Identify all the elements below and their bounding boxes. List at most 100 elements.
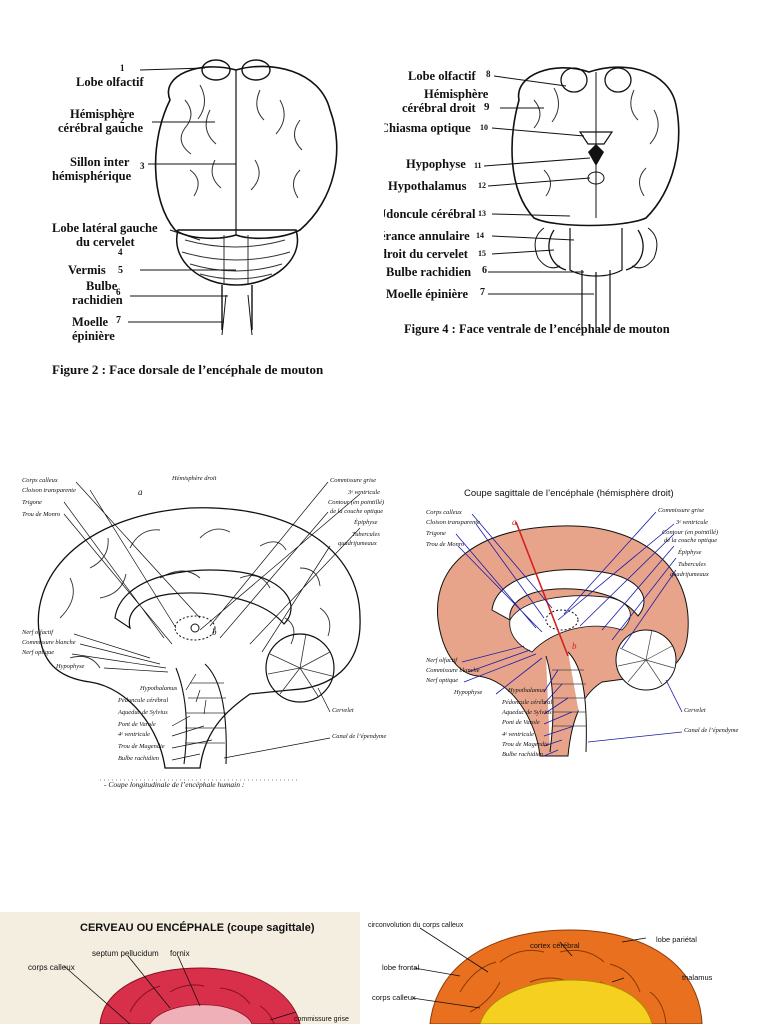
cortex-lobe-parietal: lobe pariétal <box>656 935 697 944</box>
label-lobe-droit-cervelet: droit du cervelet <box>384 247 468 261</box>
label-cerebral-gauche: cérébral gauche <box>58 121 144 135</box>
label-lobe-olfactif: Lobe olfactif <box>76 75 144 89</box>
number-7: 7 <box>116 315 121 326</box>
bw-bottom-4: 4ᵉ ventricule <box>118 731 151 738</box>
cerveau-fornix: fornix <box>170 949 190 958</box>
cortex-lobe-frontal: lobe frontal <box>382 963 420 972</box>
color-bottom-4: 4ᵉ ventricule <box>502 731 535 738</box>
number-15: 15 <box>478 249 486 258</box>
label-bulbe-rachidien-v: Bulbe rachidien <box>386 265 472 279</box>
cortex-drawing <box>411 927 703 1024</box>
cerveau-commissure-grise: commissure grise <box>294 1016 349 1023</box>
number-4: 4 <box>118 247 123 257</box>
bw-left-3: Trou de Monro <box>22 511 61 518</box>
figure-sagittal-bw: a b Hémisphère droit Corps calleux Clois… <box>0 468 412 798</box>
figure-sagittal-color: Coupe sagittale de l’encéphale (hémisphè… <box>412 480 768 780</box>
color-right-0: Commissure grise <box>658 507 705 514</box>
number-5: 5 <box>118 265 123 276</box>
color-bottom-3: Pont de Varole <box>502 719 540 726</box>
bw-bottom-6: Bulbe rachidien <box>118 755 159 762</box>
number-11: 11 <box>474 161 482 170</box>
sagittal-bw-drawing <box>37 481 361 781</box>
bw-left-1: Cloison transparente <box>22 487 76 494</box>
label-hemispherique: hémisphérique <box>52 169 132 183</box>
label-hypophyse-v: Hypophyse <box>406 157 466 171</box>
cortex-thalamus: thalamus <box>682 973 713 982</box>
color-left-6: Nerf optique <box>426 677 459 684</box>
bw-right-1: 3ᵉ ventricule <box>348 489 381 496</box>
caption-ventral: Figure 4 : Face ventrale de l’encéphale … <box>404 322 670 336</box>
number-7-v: 7 <box>480 287 485 298</box>
bw-right-0: Commissure grise <box>330 477 377 484</box>
cortex-circonvolution: circonvolution du corps calleux <box>368 922 464 929</box>
bw-right-3: de la couche optique <box>330 508 384 515</box>
label-lobe-olfactif-v: Lobe olfactif <box>408 69 476 83</box>
color-bottom-2: Aqueduc de Sylvius <box>502 709 552 716</box>
bw-left-0: Corps calleux <box>22 477 58 484</box>
sagittal-color-drawing <box>436 511 689 757</box>
bw-bottom-5: Trou de Magendie <box>118 743 165 750</box>
color-bottom-0: Hypothalamus <box>508 687 546 694</box>
color-right-8: Canal de l’épendyme <box>684 727 739 734</box>
color-left-2: Trigone <box>426 530 446 537</box>
cortex-corps-calleux: corps calleux <box>372 993 416 1002</box>
label-du-cervelet: du cervelet <box>76 235 135 249</box>
number-13: 13 <box>478 209 486 218</box>
label-cerebral-droit: cérébral droit <box>402 101 476 115</box>
bw-left-2: Trigone <box>22 499 42 506</box>
color-right-1: 3ᵉ ventricule <box>676 519 709 526</box>
label-moelle-epiniere-v: Moelle épinière <box>386 287 469 301</box>
label-pedoncule-cerebral-v: Jdoncule cérébral <box>384 207 476 221</box>
color-marker-b: b <box>572 641 577 651</box>
label-hemisphere: Hémisphère <box>70 107 135 121</box>
bw-left-7: Hypophyse <box>56 663 85 670</box>
bw-bottom-1: Pédoncule cérébral <box>118 697 169 704</box>
figure-ventral-sheep-brain: Lobe olfactif 8 Hémisphère cérébral droi… <box>384 40 768 370</box>
bw-left-6: Nerf optique <box>22 649 55 656</box>
number-6: 6 <box>116 287 121 297</box>
color-right-6: quadrijumeaux <box>670 571 709 578</box>
number-9: 9 <box>484 101 490 113</box>
cortex-cortex-cerebral: cortex cérébral <box>530 941 580 950</box>
bw-marker-b: b <box>212 627 217 637</box>
figure-cerveau-sagittal: CERVEAU OU ENCÉPHALE (coupe sagittale) s… <box>0 912 360 1024</box>
color-left-3: Trou de Monro <box>426 541 465 548</box>
color-right-4: Épiphyse <box>678 549 702 556</box>
cerveau-septum: septum pellucidum <box>92 949 159 958</box>
number-10: 10 <box>480 123 488 132</box>
color-left-7: Hypophyse <box>454 689 483 696</box>
label-hypothalamus-v: Hypothalamus <box>388 179 467 193</box>
color-marker-a: a <box>512 517 517 527</box>
bw-bottom-3: Pont de Varole <box>118 721 156 728</box>
color-bottom-1: Pédoncule cérébral <box>502 699 553 706</box>
number-1: 1 <box>120 63 125 73</box>
bw-right-8: Canal de l’épendyme <box>332 733 387 740</box>
number-14: 14 <box>476 231 484 240</box>
bw-right-6: quadrijumeaux <box>338 540 377 547</box>
color-right-2: Contour (en pointillé) <box>662 529 719 536</box>
color-left-0: Corps calleux <box>426 509 462 516</box>
figure-cortex-sagittal: circonvolution du corps calleux cortex c… <box>360 912 768 1024</box>
bw-top-label: Hémisphère droit <box>172 475 217 482</box>
label-chiasma-optique: Chiasma optique <box>384 121 471 135</box>
bw-left-5: Commissure blanche <box>22 639 76 646</box>
color-title: Coupe sagittale de l’encéphale (hémisphè… <box>464 488 674 499</box>
number-6-v: 6 <box>482 265 487 276</box>
cerveau-title: CERVEAU OU ENCÉPHALE (coupe sagittale) <box>80 922 315 934</box>
label-hemisphere-v: Hémisphère <box>424 87 489 101</box>
bw-right-5: Tubercules <box>352 531 380 538</box>
bw-right-2: Contour (en pointillé) <box>328 499 385 506</box>
label-vermis: Vermis <box>68 263 106 277</box>
color-left-5: Commissure blanche <box>426 667 480 674</box>
color-right-7: Cervelet <box>684 707 706 714</box>
bw-left-4: Nerf olfactif <box>22 629 54 636</box>
color-bottom-6: Bulbe rachidien <box>502 751 543 758</box>
caption-bw: - Coupe longitudinale de l’encéphale hum… <box>104 780 245 789</box>
number-8: 8 <box>486 69 491 79</box>
bw-right-4: Épiphyse <box>354 519 378 526</box>
dorsal-brain-drawing <box>128 59 338 336</box>
label-bulbe: Bulbe <box>86 279 118 293</box>
cerveau-corps-calleux: corps calleux <box>28 963 75 972</box>
color-right-3: de la couche optique <box>664 537 718 544</box>
label-lobe-lateral-gauche: Lobe latéral gauche <box>52 221 158 235</box>
